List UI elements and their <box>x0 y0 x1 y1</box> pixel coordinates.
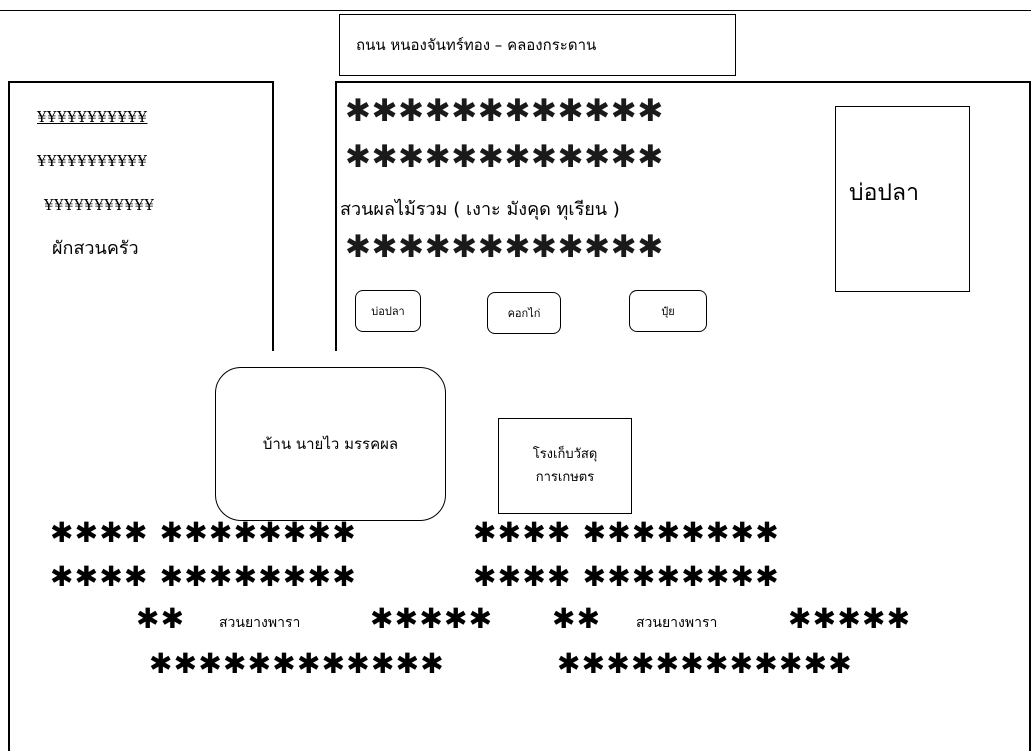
fertilizer-box: ปุ๋ย <box>629 290 707 332</box>
rubber-row-3-stars-2: ✱✱✱✱✱ <box>370 602 494 635</box>
rubber-row-3-stars-4: ✱✱✱✱✱ <box>788 602 912 635</box>
storage-label-line-2: การเกษตร <box>535 470 595 485</box>
vegetable-area-right-border <box>272 81 274 351</box>
vegetable-row-2: ¥¥¥¥¥¥¥¥¥¥¥ <box>37 152 148 170</box>
rubber-row-1-right: ✱✱✱✱ ✱✱✱✱✱✱✱✱ <box>473 516 780 549</box>
rubber-row-4-left: ✱✱✱✱✱✱✱✱✱✱✱✱ <box>149 647 445 680</box>
rubber-row-4-right: ✱✱✱✱✱✱✱✱✱✱✱✱ <box>557 647 853 680</box>
small-pond-label: บ่อปลา <box>371 305 405 318</box>
rubber-row-2-left: ✱✱✱✱ ✱✱✱✱✱✱✱✱ <box>50 560 357 593</box>
chicken-coop-label: คอกไก่ <box>507 307 541 320</box>
house-label: บ้าน นายไว มรรคผล <box>262 435 399 453</box>
rubber-plantation-label-1: สวนยางพารา <box>219 615 301 631</box>
vegetable-row-1: ¥¥¥¥¥¥¥¥¥¥¥ <box>37 108 148 126</box>
vegetable-garden-label: ผักสวนครัว <box>52 238 139 259</box>
road-label: ถนน หนองจันทร์ทอง – คลองกระดาน <box>356 36 597 54</box>
property-right-border <box>1029 81 1031 751</box>
small-pond-box: บ่อปลา <box>355 290 421 332</box>
orchard-star-row-3: ✱✱✱✱✱✱✱✱✱✱✱✱ <box>345 229 664 265</box>
orchard-star-row-2: ✱✱✱✱✱✱✱✱✱✱✱✱ <box>345 139 664 175</box>
orchard-label: สวนผลไม้รวม ( เงาะ มังคุด ทุเรียน ) <box>340 199 620 220</box>
storage-label-line-1: โรงเก็บวัสดุ <box>532 446 598 462</box>
road-label-box <box>339 14 736 76</box>
rubber-row-1-left: ✱✱✱✱ ✱✱✱✱✱✱✱✱ <box>50 516 357 549</box>
orchard-left-border <box>335 81 337 351</box>
top-boundary-line <box>0 10 1031 11</box>
fish-pond-label: บ่อปลา <box>849 180 920 206</box>
rubber-row-3-stars-1: ✱✱ <box>136 602 186 635</box>
orchard-star-row-1: ✱✱✱✱✱✱✱✱✱✱✱✱ <box>345 93 664 129</box>
storage-shed-box: โรงเก็บวัสดุ การเกษตร <box>498 418 632 514</box>
property-left-border <box>8 81 10 751</box>
rubber-row-3-stars-3: ✱✱ <box>552 602 602 635</box>
orchard-top-border <box>335 81 1031 83</box>
rubber-row-2-right: ✱✱✱✱ ✱✱✱✱✱✱✱✱ <box>473 560 780 593</box>
vegetable-area-top-border <box>8 81 273 83</box>
fertilizer-label: ปุ๋ย <box>661 305 675 318</box>
chicken-coop-box: คอกไก่ <box>487 292 561 334</box>
fish-pond-box <box>835 106 970 292</box>
rubber-plantation-label-2: สวนยางพารา <box>636 615 718 631</box>
vegetable-row-3: ¥¥¥¥¥¥¥¥¥¥¥ <box>44 196 155 214</box>
house-box: บ้าน นายไว มรรคผล <box>215 367 446 521</box>
